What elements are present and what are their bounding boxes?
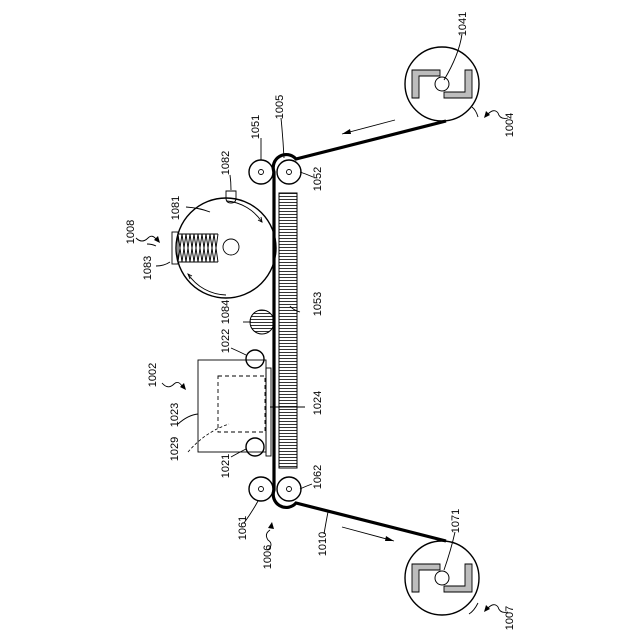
label-1005: 1005 [274,95,286,119]
label-1021: 1021 [220,454,232,478]
label-1061: 1061 [237,516,249,540]
roller-1051 [249,160,273,184]
label-1006: 1006 [262,545,274,569]
roller-1062 [277,477,301,501]
arrow-top [342,120,395,134]
label-1053: 1053 [312,292,324,316]
web-path [273,121,446,541]
label-1051: 1051 [250,115,262,139]
roller-1061 [249,477,273,501]
platen-1053 [279,193,297,468]
leader-lines [147,34,478,614]
reference-labels: 1041 1004 1005 1051 1052 1082 1081 1008 … [125,12,516,630]
label-1082: 1082 [220,151,232,175]
label-1084: 1084 [220,300,232,324]
label-1071: 1071 [450,509,462,533]
takeup-reel-1007 [405,541,479,615]
supply-reel-1004 [405,47,479,121]
label-1002: 1002 [147,363,159,387]
label-1081: 1081 [170,196,182,220]
label-1004: 1004 [504,113,516,137]
roller-1052 [277,160,301,184]
label-1008: 1008 [125,220,137,244]
leader-arrow-1002 [162,382,186,390]
unit-1002 [188,350,271,456]
label-1052: 1052 [312,167,324,191]
leader-arrow-1008 [136,236,160,243]
roller-1084 [250,310,274,334]
label-1023: 1023 [169,403,181,427]
label-1062: 1062 [312,465,324,489]
label-1041: 1041 [457,12,469,36]
label-1010: 1010 [317,532,329,556]
label-1024: 1024 [312,391,324,415]
drum-unit-1008 [172,198,276,298]
label-1007: 1007 [504,606,516,630]
label-1022: 1022 [220,329,232,353]
label-1083: 1083 [142,256,154,280]
arrow-bottom [342,527,394,541]
label-1029: 1029 [169,437,181,461]
